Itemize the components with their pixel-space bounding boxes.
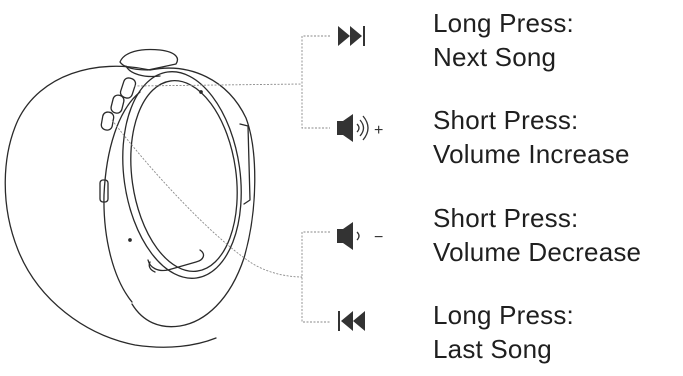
headband-slider xyxy=(119,48,179,71)
mic-hole xyxy=(199,90,203,94)
label-volume-decrease-line1: Short Press: xyxy=(433,203,579,233)
label-last-song-line1: Long Press: xyxy=(433,300,574,330)
bracket-bottom xyxy=(301,231,330,323)
bracket-top xyxy=(301,35,330,129)
volume-down-icon xyxy=(337,222,360,250)
label-volume-decrease: Short Press: Volume Decrease xyxy=(433,201,641,269)
next-track-icon xyxy=(338,26,365,46)
button-middle xyxy=(110,94,125,114)
label-volume-increase: Short Press: Volume Increase xyxy=(433,103,630,171)
headphone-illustration xyxy=(4,48,256,348)
ear-cup-plate-inner xyxy=(130,80,238,272)
usb-port xyxy=(99,179,109,203)
ear-cup-plate-outer xyxy=(122,71,242,279)
label-last-song-line2: Last Song xyxy=(433,334,552,364)
label-next-song: Long Press: Next Song xyxy=(433,6,574,74)
bottom-hinge xyxy=(147,249,205,272)
label-volume-increase-line2: Volume Increase xyxy=(433,139,630,169)
volume-down-symbol: − xyxy=(374,229,383,246)
volume-up-icon xyxy=(337,114,369,142)
label-volume-decrease-line2: Volume Decrease xyxy=(433,237,642,267)
button-top xyxy=(119,77,137,99)
button-lower xyxy=(100,111,115,131)
leader-lines xyxy=(111,35,330,323)
ear-cushion-outline xyxy=(4,65,217,348)
ear-cushion-seam xyxy=(103,91,141,303)
label-volume-increase-line1: Short Press: xyxy=(433,105,579,135)
volume-up-symbol: + xyxy=(374,122,383,139)
label-next-song-line1: Long Press: xyxy=(433,8,574,38)
side-panel xyxy=(239,123,251,205)
label-next-song-line2: Next Song xyxy=(433,42,557,72)
label-last-song: Long Press: Last Song xyxy=(433,298,574,366)
previous-track-icon xyxy=(338,311,365,331)
leader-top xyxy=(133,83,303,87)
ear-cup-rim xyxy=(131,67,256,328)
leader-bottom xyxy=(111,119,303,278)
